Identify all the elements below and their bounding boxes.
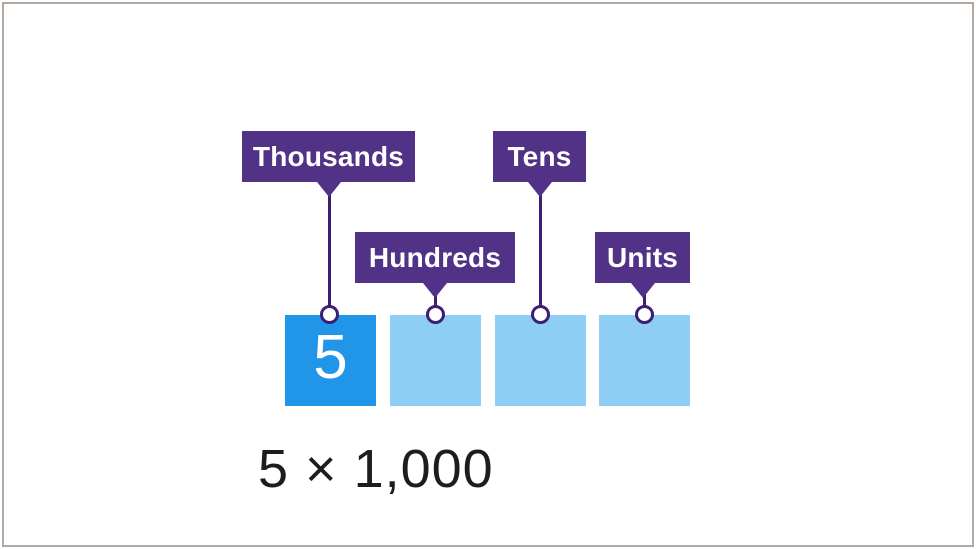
connector-line-tens: [539, 194, 542, 315]
label-hundreds: Hundreds: [355, 232, 515, 283]
label-thousands-text: Thousands: [252, 140, 405, 172]
column-hundreds: [390, 315, 481, 406]
connector-line-units: [643, 294, 646, 315]
column-units: [599, 315, 690, 406]
label-hundreds-text: Hundreds: [368, 241, 502, 273]
anchor-dot-thousands: [320, 305, 339, 324]
column-thousands: 5: [285, 315, 376, 406]
column-tens: [495, 315, 586, 406]
anchor-dot-units: [635, 305, 654, 324]
label-units-text: Units: [607, 241, 678, 273]
label-tens-text: Tens: [507, 140, 572, 172]
thousands-digit: 5: [313, 322, 348, 392]
label-tens: Tens: [493, 131, 586, 182]
connector-line-hundreds: [434, 294, 437, 315]
anchor-dot-tens: [531, 305, 550, 324]
expression-text: 5 × 1,000: [258, 439, 494, 499]
label-thousands: Thousands: [242, 131, 415, 182]
label-units: Units: [595, 232, 690, 283]
connector-line-thousands: [328, 194, 331, 315]
anchor-dot-hundreds: [426, 305, 445, 324]
